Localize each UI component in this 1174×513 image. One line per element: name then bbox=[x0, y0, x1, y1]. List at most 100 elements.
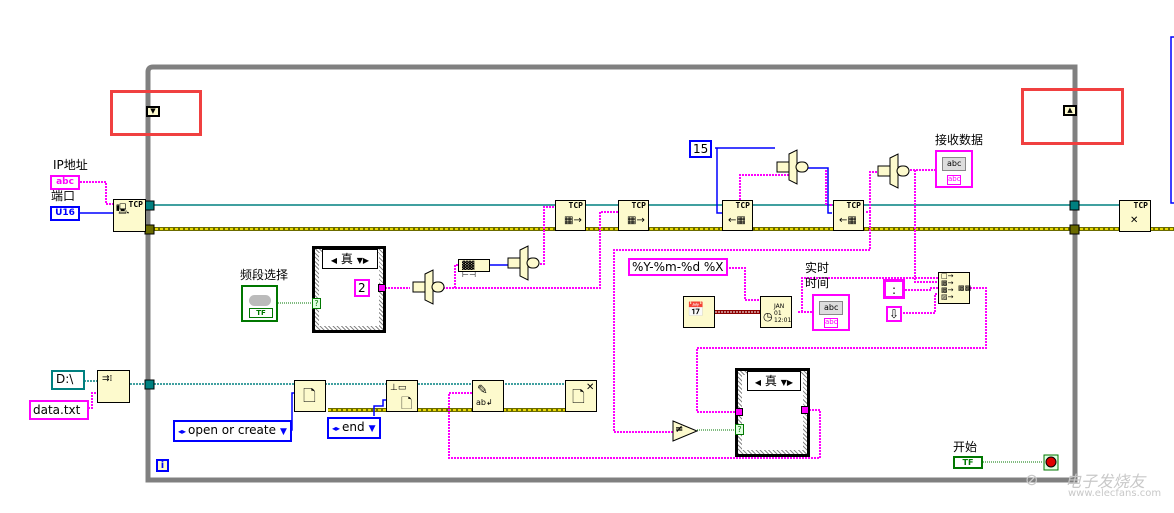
watermark-cn: 电子发烧友 bbox=[1065, 472, 1146, 491]
file-position-value: end bbox=[342, 420, 365, 434]
typecast-nodes bbox=[412, 149, 910, 305]
refnum-tunnel-right bbox=[1069, 200, 1080, 211]
realtime-tag: abc bbox=[824, 318, 838, 328]
band-select-type: TF bbox=[249, 308, 273, 318]
case-selector-1[interactable]: ◀ 真 ▼▶ bbox=[322, 249, 378, 269]
tcp-close-label: TCP bbox=[1133, 201, 1148, 210]
time-format-constant[interactable]: %Y-%m-%d %X bbox=[628, 258, 728, 276]
prev-case-icon: ◀ bbox=[754, 378, 762, 387]
while-loop-border[interactable] bbox=[145, 64, 1078, 483]
case-selector-terminal-2: ? bbox=[735, 424, 744, 435]
build-path-node[interactable]: ⇉⁞ bbox=[97, 370, 130, 403]
shift-register-right-symbol: ▲ bbox=[1067, 106, 1073, 114]
tcp-read-node-2[interactable]: TCP ←▦ bbox=[833, 200, 864, 231]
received-data-tag: abc bbox=[947, 175, 961, 185]
error-tunnel-right bbox=[1069, 224, 1080, 235]
build-path-icon: ⇉⁞ bbox=[102, 374, 113, 384]
tcp-write-1-label: TCP bbox=[568, 201, 583, 210]
iteration-terminal: i bbox=[156, 459, 169, 472]
numeric-wires bbox=[80, 147, 832, 431]
write-text-file-node[interactable]: ✎ ab↲ bbox=[472, 380, 504, 412]
toggle-icon bbox=[249, 295, 271, 306]
port-label: 端口 bbox=[51, 189, 76, 203]
tcp-read-1-label: TCP bbox=[735, 201, 750, 210]
case-dropdown-icon: ▼▶ bbox=[780, 378, 794, 387]
ip-label: IP地址 bbox=[53, 158, 88, 172]
realtime-label-1: 实时 bbox=[805, 261, 830, 275]
tcp-open-label: TCP bbox=[128, 200, 143, 209]
new-file-icon: 🗋 bbox=[303, 386, 316, 405]
typecast-node-2 bbox=[507, 245, 540, 281]
bytes-to-read-constant[interactable]: 15 bbox=[689, 140, 713, 158]
file-operation-enum[interactable]: ◂▸open or create▼ bbox=[173, 420, 292, 442]
watermark-url: www.elecfans.com bbox=[1068, 488, 1162, 499]
get-datetime-node[interactable]: 📅 bbox=[683, 296, 715, 328]
shift-register-left-symbol: ▼ bbox=[150, 107, 156, 115]
watermark-logo-icon: ⊘ bbox=[1025, 470, 1039, 489]
received-data-indicator[interactable]: abc abc bbox=[935, 150, 973, 188]
filename-constant[interactable]: data.txt bbox=[29, 400, 89, 420]
case-selector-2-value: 真 bbox=[764, 374, 777, 388]
tcp-write-node-2[interactable]: TCP ▦→ bbox=[618, 200, 649, 231]
typecast-node-3 bbox=[776, 149, 809, 185]
ip-address-control[interactable]: abc bbox=[50, 175, 80, 190]
flatten-node[interactable]: ▓▓ ⊢⊣ bbox=[458, 259, 490, 279]
calendar-icon: 📅 bbox=[687, 302, 705, 318]
case-selector-2[interactable]: ◀ 真 ▼▶ bbox=[747, 371, 801, 391]
case-structure-1[interactable]: ◀ 真 ▼▶ bbox=[312, 246, 386, 333]
dropdown-arrow-icon: ▼ bbox=[368, 424, 376, 434]
shift-register-left[interactable]: ▼ bbox=[146, 106, 160, 117]
concat-output-icon: ▩▩ bbox=[958, 284, 972, 292]
open-file-node[interactable]: 🗋 bbox=[294, 380, 326, 412]
case-dropdown-icon: ▼▶ bbox=[356, 256, 370, 265]
band-select-label: 频段选择 bbox=[240, 268, 289, 282]
close-file-node[interactable]: 🗋 ✕ bbox=[565, 380, 597, 412]
string-wires bbox=[80, 169, 987, 459]
start-control[interactable]: TF bbox=[953, 456, 983, 469]
case-structure-2[interactable]: ◀ 真 ▼▶ bbox=[735, 368, 810, 457]
tcp-read-node-1[interactable]: TCP ←▦ bbox=[722, 200, 753, 231]
tcp-write-2-label: TCP bbox=[631, 201, 646, 210]
close-x-icon: ✕ bbox=[586, 382, 595, 393]
write-arrow-icon: ▦→ bbox=[627, 215, 645, 226]
case-constant-2[interactable]: 2 bbox=[354, 279, 370, 297]
port-control[interactable]: U16 bbox=[50, 206, 80, 221]
separator-constant[interactable]: : bbox=[883, 279, 905, 299]
close-file-icon: 🗋 bbox=[572, 387, 585, 406]
read-arrow-icon: ←▦ bbox=[839, 215, 857, 226]
timestamp-node-label: JAN 01 12:01 bbox=[774, 303, 792, 324]
tcp-close-node[interactable]: TCP ✕ bbox=[1119, 200, 1151, 232]
prev-case-icon: ◀ bbox=[330, 256, 338, 265]
file-position-enum[interactable]: ◂▸end▼ bbox=[327, 417, 381, 439]
path-constant[interactable]: D:\ bbox=[51, 370, 85, 390]
pencil-icon: ✎ bbox=[477, 383, 488, 398]
typecast-node-1 bbox=[412, 269, 445, 305]
format-datetime-node[interactable]: JAN 01 12:01 ◷ bbox=[760, 296, 792, 328]
write-arrow-icon: ▦→ bbox=[564, 215, 582, 226]
refnum-tunnel-left bbox=[144, 200, 155, 211]
highlight-box-right bbox=[1021, 88, 1124, 145]
close-x-icon: ✕ bbox=[1130, 215, 1139, 226]
tcp-write-node-1[interactable]: TCP ▦→ bbox=[555, 200, 586, 231]
case-selector-1-value: 真 bbox=[340, 252, 353, 266]
set-file-position-node[interactable]: ⊥▭ 🗋 bbox=[386, 380, 418, 412]
case-tunnel-1 bbox=[378, 284, 386, 292]
tcp-open-node[interactable]: TCP 🖳 bbox=[113, 199, 146, 232]
file-icon: 🗋 bbox=[401, 396, 413, 412]
computer-icon: 🖳 bbox=[116, 204, 130, 215]
concatenate-strings-node[interactable]: □→▩→▩→▨→ ▩▩ bbox=[938, 272, 972, 304]
offscreen-frame bbox=[1170, 36, 1174, 204]
tcp-read-2-label: TCP bbox=[846, 201, 861, 210]
shift-register-right[interactable]: ▲ bbox=[1063, 105, 1077, 116]
band-select-control[interactable]: TF bbox=[241, 285, 278, 322]
case-tunnel-in-2 bbox=[735, 408, 743, 416]
start-label: 开始 bbox=[953, 440, 978, 454]
eol-constant[interactable]: ⇩ bbox=[886, 306, 902, 322]
enum-increment-icon: ◂▸ bbox=[332, 424, 341, 433]
realtime-indicator[interactable]: abc abc bbox=[812, 294, 850, 331]
read-arrow-icon: ←▦ bbox=[728, 215, 746, 226]
clock-icon: ◷ bbox=[763, 310, 773, 323]
realtime-label-2: 时间 bbox=[805, 276, 830, 290]
